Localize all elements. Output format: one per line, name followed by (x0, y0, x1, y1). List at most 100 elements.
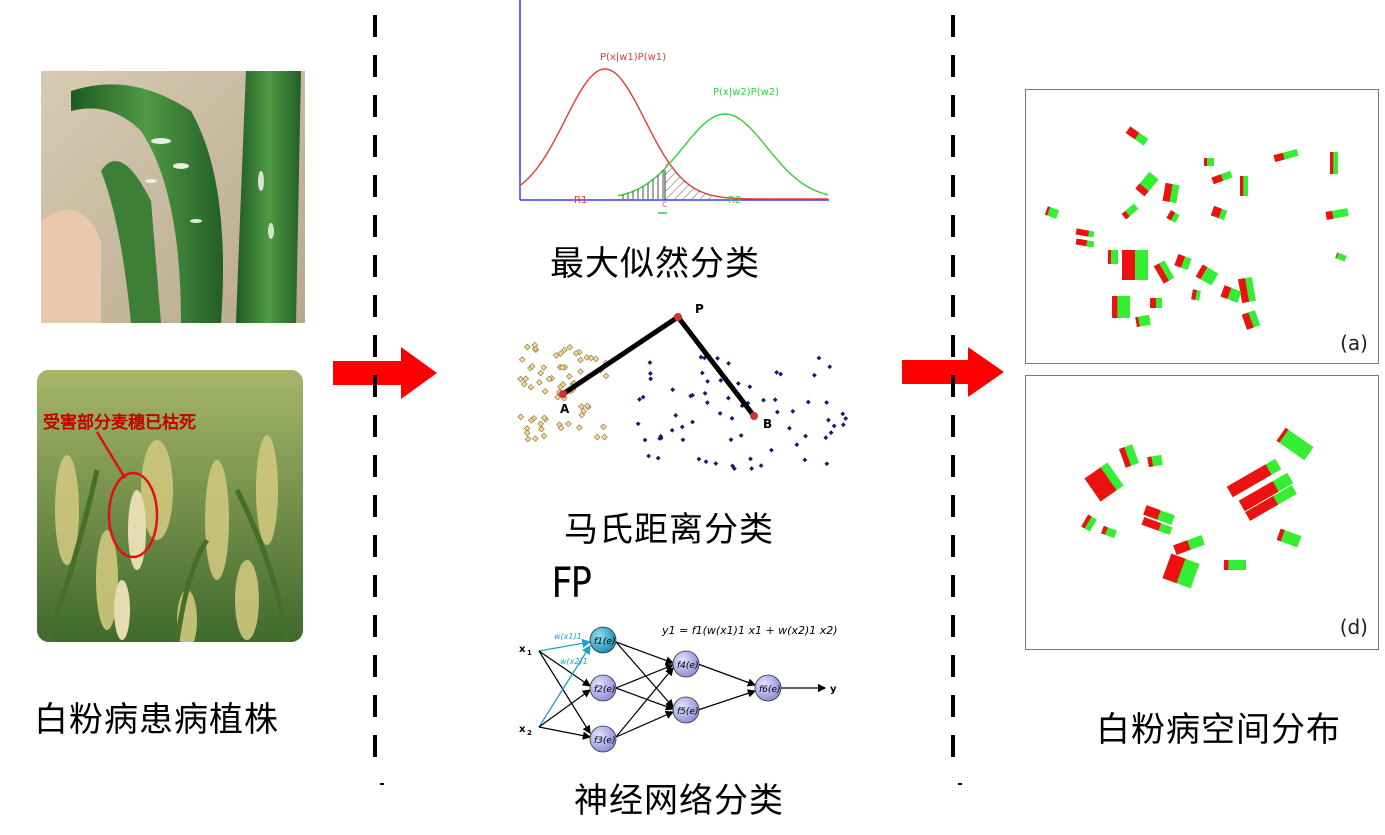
mahalanobis-diagram: P A B (517, 302, 849, 472)
cluster-b-point (774, 409, 780, 415)
disease-map-d (1081, 427, 1314, 589)
arrow-right-icon (333, 347, 437, 399)
cluster-a-point (600, 423, 607, 430)
nn-node: f4(e) (672, 650, 700, 678)
point-a (559, 390, 567, 398)
overlap-region-left (622, 169, 665, 199)
cluster-a-point (541, 414, 548, 422)
cluster-b-point (824, 400, 830, 405)
cluster-b-point (735, 381, 741, 386)
cluster-b-point (769, 447, 774, 453)
field-patch (1245, 485, 1297, 521)
cluster-b-point (794, 442, 800, 448)
field-patch (1125, 126, 1149, 146)
edge (615, 667, 674, 738)
cluster-a-point (524, 343, 531, 351)
distance-line-pb (676, 315, 756, 418)
neural-network-diagram: y1 = f1(w(x1)1 x1 + w(x2)1 x2) f1(e) f2(… (519, 624, 838, 753)
field-patch (1119, 444, 1139, 468)
curve-class1 (519, 68, 828, 200)
cluster-b-point (787, 425, 792, 431)
svg-text:f3(e): f3(e) (594, 736, 615, 746)
cluster-b-point (726, 360, 731, 366)
cluster-a-point (559, 364, 566, 371)
likelihood-chart: P(x|w1)P(w1) P(x|w2)P(w2) R1 R2 c (519, 0, 829, 214)
cluster-a-point (557, 424, 565, 432)
svg-text:f5(e): f5(e) (677, 707, 698, 717)
cluster-b-point (647, 360, 653, 365)
cluster-b-point (715, 355, 720, 361)
divider-right (951, 15, 955, 775)
cluster-a-point (532, 435, 539, 442)
field-patch (1273, 149, 1299, 162)
cluster-b-point (713, 461, 719, 466)
field-patch (1162, 553, 1200, 589)
field-patch (1112, 296, 1130, 318)
cluster-b-point (635, 421, 641, 427)
cluster-b-point (702, 390, 708, 396)
cluster-b-point (717, 410, 723, 416)
cluster-b-point (802, 457, 808, 463)
panel-d-tag: (d) (1339, 615, 1368, 639)
nn-input-x2-sub: 2 (527, 729, 532, 737)
cluster-a-point (559, 381, 567, 388)
handwritten-note: FP (551, 558, 592, 607)
edge (697, 663, 757, 687)
nn-node: f1(e) (589, 626, 617, 654)
mahal-caption: 马氏距离分类 (564, 510, 774, 550)
cluster-a-point (528, 363, 536, 370)
cluster-b-point (790, 408, 796, 414)
svg-text:f4(e): f4(e) (677, 661, 698, 671)
cluster-b-point (772, 397, 778, 403)
edge (697, 689, 757, 711)
cluster-a-point (537, 369, 544, 377)
cluster-b-point (738, 433, 744, 438)
point-p (674, 313, 682, 321)
nn-input-x1: x (519, 644, 526, 655)
edge (538, 650, 591, 735)
cluster-b-point (827, 364, 833, 370)
cluster-b-point (705, 378, 711, 384)
cluster-b-point (640, 394, 646, 400)
cluster-b-point (673, 412, 679, 418)
cluster-a-point (517, 413, 525, 421)
svg-text:f6(e): f6(e) (759, 685, 780, 695)
cluster-b-point (826, 417, 831, 423)
field-patch (1173, 535, 1205, 555)
cluster-b-points (635, 354, 849, 472)
cluster-a-point (538, 425, 545, 433)
field-patch (1150, 298, 1162, 308)
cluster-b-point (823, 435, 829, 441)
cluster-a-point (565, 420, 572, 428)
svg-text:f2(e): f2(e) (594, 685, 615, 695)
field-patch (1241, 310, 1261, 330)
nn-formula: y1 = f1(w(x1)1 x1 + w(x2)1 x2) (661, 624, 838, 637)
cluster-b-point (679, 424, 685, 430)
right-caption: 白粉病空间分布 (1096, 710, 1341, 750)
cluster-a-point (540, 364, 548, 371)
map-panel-d: (d) (1025, 375, 1379, 650)
cluster-b-point (840, 422, 846, 428)
field-patch (1075, 238, 1095, 248)
cluster-a-point (594, 433, 601, 441)
overlap-region-right (665, 156, 712, 199)
field-patch (1143, 505, 1175, 525)
field-patch (1162, 182, 1180, 204)
cluster-b-point (680, 437, 686, 443)
distance-line-ap (561, 314, 680, 397)
cluster-a-point (524, 435, 532, 443)
cluster-b-point (748, 456, 753, 462)
cluster-a-point (537, 420, 544, 428)
cluster-a-point (592, 355, 600, 363)
cluster-b-point (805, 399, 811, 405)
wheat-field-illustration: 受害部分麦穗已枯死 (37, 370, 303, 642)
field-patch (1122, 250, 1148, 280)
edge (538, 638, 592, 652)
cluster-b-point (732, 466, 737, 472)
cluster-b-point (728, 437, 734, 443)
field-patch (1195, 264, 1219, 286)
nn-output-y: y (830, 684, 837, 695)
edge (538, 644, 591, 728)
region1-label: R1 (574, 195, 587, 206)
cluster-b-point (840, 411, 846, 417)
